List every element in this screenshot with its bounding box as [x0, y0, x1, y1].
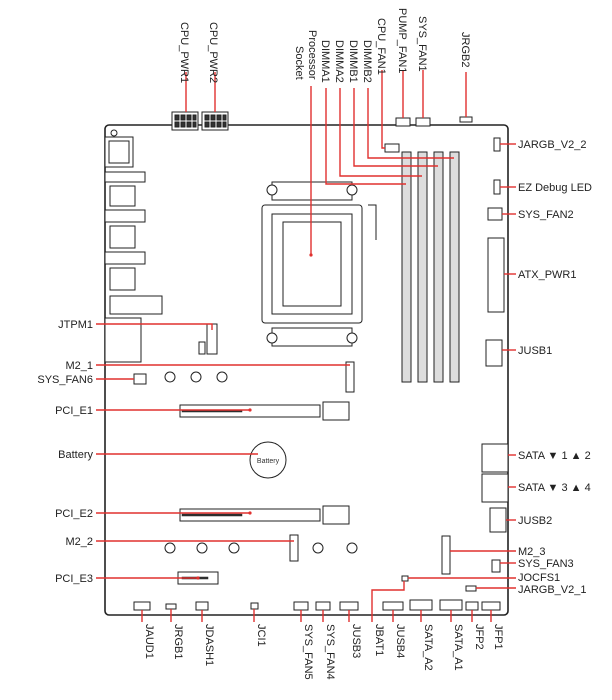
sata-12-ports — [481, 443, 509, 473]
label-jaud1: JAUD1 — [143, 624, 155, 659]
sys-fan4-header — [315, 601, 331, 611]
processor-socket — [261, 181, 377, 347]
m2-1-slot — [345, 361, 355, 393]
jci1-header — [250, 602, 259, 610]
sata-a1-port — [439, 599, 463, 611]
label-jrgb1: JRGB1 — [172, 624, 184, 659]
pump-fan1-header — [395, 117, 411, 127]
label-jusb3: JUSB3 — [350, 624, 362, 658]
label-jfp2: JFP2 — [473, 624, 485, 650]
jusb4-header — [382, 601, 404, 611]
label-jdash1: JDASH1 — [203, 624, 215, 666]
mount-hole — [312, 542, 324, 554]
jaud1-header — [133, 601, 151, 611]
label-jfp1: JFP1 — [492, 624, 504, 650]
label-jci1: JCI1 — [255, 624, 267, 647]
small-header — [198, 341, 206, 355]
label-sys-fan1: SYS_FAN1 — [416, 16, 428, 72]
cpu-fan1-header — [384, 143, 400, 153]
label-sys-fan4: SYS_FAN4 — [324, 624, 336, 680]
battery-text: Battery — [257, 458, 280, 465]
mount-hole — [164, 371, 176, 383]
mount-hole — [164, 542, 176, 554]
jusb2-connector — [489, 507, 507, 533]
label-socket: Socket — [293, 46, 305, 80]
cpu-pwr2-connector — [201, 111, 229, 131]
label-cpu-fan1: CPU_FAN1 — [375, 18, 387, 75]
label-jusb2: JUSB2 — [518, 515, 552, 527]
m2-2-slot — [289, 534, 299, 562]
jargb-v2-2-header — [493, 137, 501, 152]
jfp2-header — [465, 601, 479, 611]
jfp1-header — [481, 601, 501, 611]
label-pci-e2: PCI_E2 — [55, 508, 93, 520]
label-pump-fan1: PUMP_FAN1 — [396, 8, 408, 73]
jrgb1-header — [165, 603, 177, 610]
mount-hole — [346, 542, 358, 554]
sys-fan6-header — [133, 373, 147, 385]
battery-cell: Battery — [249, 441, 287, 479]
label-cpu-pwr2: CPU_PWR2 — [207, 22, 219, 83]
label-dimma2: DIMMA2 — [333, 40, 345, 83]
label-sata-a1: SATA_A1 — [452, 624, 464, 671]
pci-e2-slot — [179, 505, 350, 525]
label-ez-debug-led: EZ Debug LED — [518, 182, 592, 194]
atx-pwr1-connector — [487, 237, 505, 313]
label-dimma1: DIMMA1 — [319, 40, 331, 83]
m2-3-slot — [441, 535, 451, 575]
sata-34-ports — [481, 473, 509, 503]
label-jrgb2: JRGB2 — [459, 32, 471, 67]
sys-fan3-header — [491, 559, 501, 573]
label-sys-fan6: SYS_FAN6 — [37, 374, 93, 386]
sata-a2-port — [409, 599, 433, 611]
label-sys-fan3: SYS_FAN3 — [518, 558, 574, 570]
ez-debug-led — [493, 179, 501, 195]
label-jargb-v2-2: JARGB_V2_2 — [518, 139, 586, 151]
label-cpu-pwr1: CPU_PWR1 — [178, 22, 190, 83]
jocfs1-header — [401, 575, 409, 582]
rear-io-panel — [104, 136, 163, 363]
label-jusb1: JUSB1 — [518, 345, 552, 357]
label-m2-3: M2_3 — [518, 546, 546, 558]
pci-e1-slot — [179, 401, 350, 421]
cpu-pwr1-connector — [171, 111, 199, 131]
label-battery: Battery — [58, 449, 93, 461]
label-sys-fan2: SYS_FAN2 — [518, 209, 574, 221]
label-jargb-v2-1: JARGB_V2_1 — [518, 584, 586, 596]
label-jocfs1: JOCFS1 — [518, 572, 560, 584]
mount-hole — [228, 542, 240, 554]
jrgb2-header — [459, 116, 473, 123]
jusb3-header — [339, 601, 359, 611]
label-sata-a2: SATA_A2 — [422, 624, 434, 671]
mount-hole — [216, 371, 228, 383]
label-jbat1: JBAT1 — [373, 624, 385, 656]
sys-fan1-header — [415, 117, 431, 127]
mount-hole — [110, 129, 118, 137]
label-pci-e3: PCI_E3 — [55, 573, 93, 585]
label-dimmb2: DIMMB2 — [361, 40, 373, 83]
jusb1-connector — [485, 339, 503, 367]
label-dimmb1: DIMMB1 — [347, 40, 359, 83]
label-sys-fan5: SYS_FAN5 — [302, 624, 314, 680]
sys-fan5-header — [293, 601, 309, 611]
label-sata-12: SATA ▼ 1 ▲ 2 — [518, 450, 591, 462]
sys-fan2-header — [487, 207, 503, 221]
jargb-v2-1-header — [465, 585, 477, 592]
label-jusb4: JUSB4 — [394, 624, 406, 658]
jdash1-header — [195, 601, 209, 611]
label-atx-pwr1: ATX_PWR1 — [518, 269, 576, 281]
mount-hole — [196, 542, 208, 554]
label-sata-34: SATA ▼ 3 ▲ 4 — [518, 482, 591, 494]
label-pci-e1: PCI_E1 — [55, 405, 93, 417]
label-processor: Processor — [306, 30, 318, 80]
label-m2-2: M2_2 — [65, 536, 93, 548]
label-m2-1: M2_1 — [65, 360, 93, 372]
dimm-slots — [401, 151, 460, 383]
label-jtpm1: JTPM1 — [58, 319, 93, 331]
mount-hole — [190, 371, 202, 383]
leader-lines — [96, 70, 516, 622]
